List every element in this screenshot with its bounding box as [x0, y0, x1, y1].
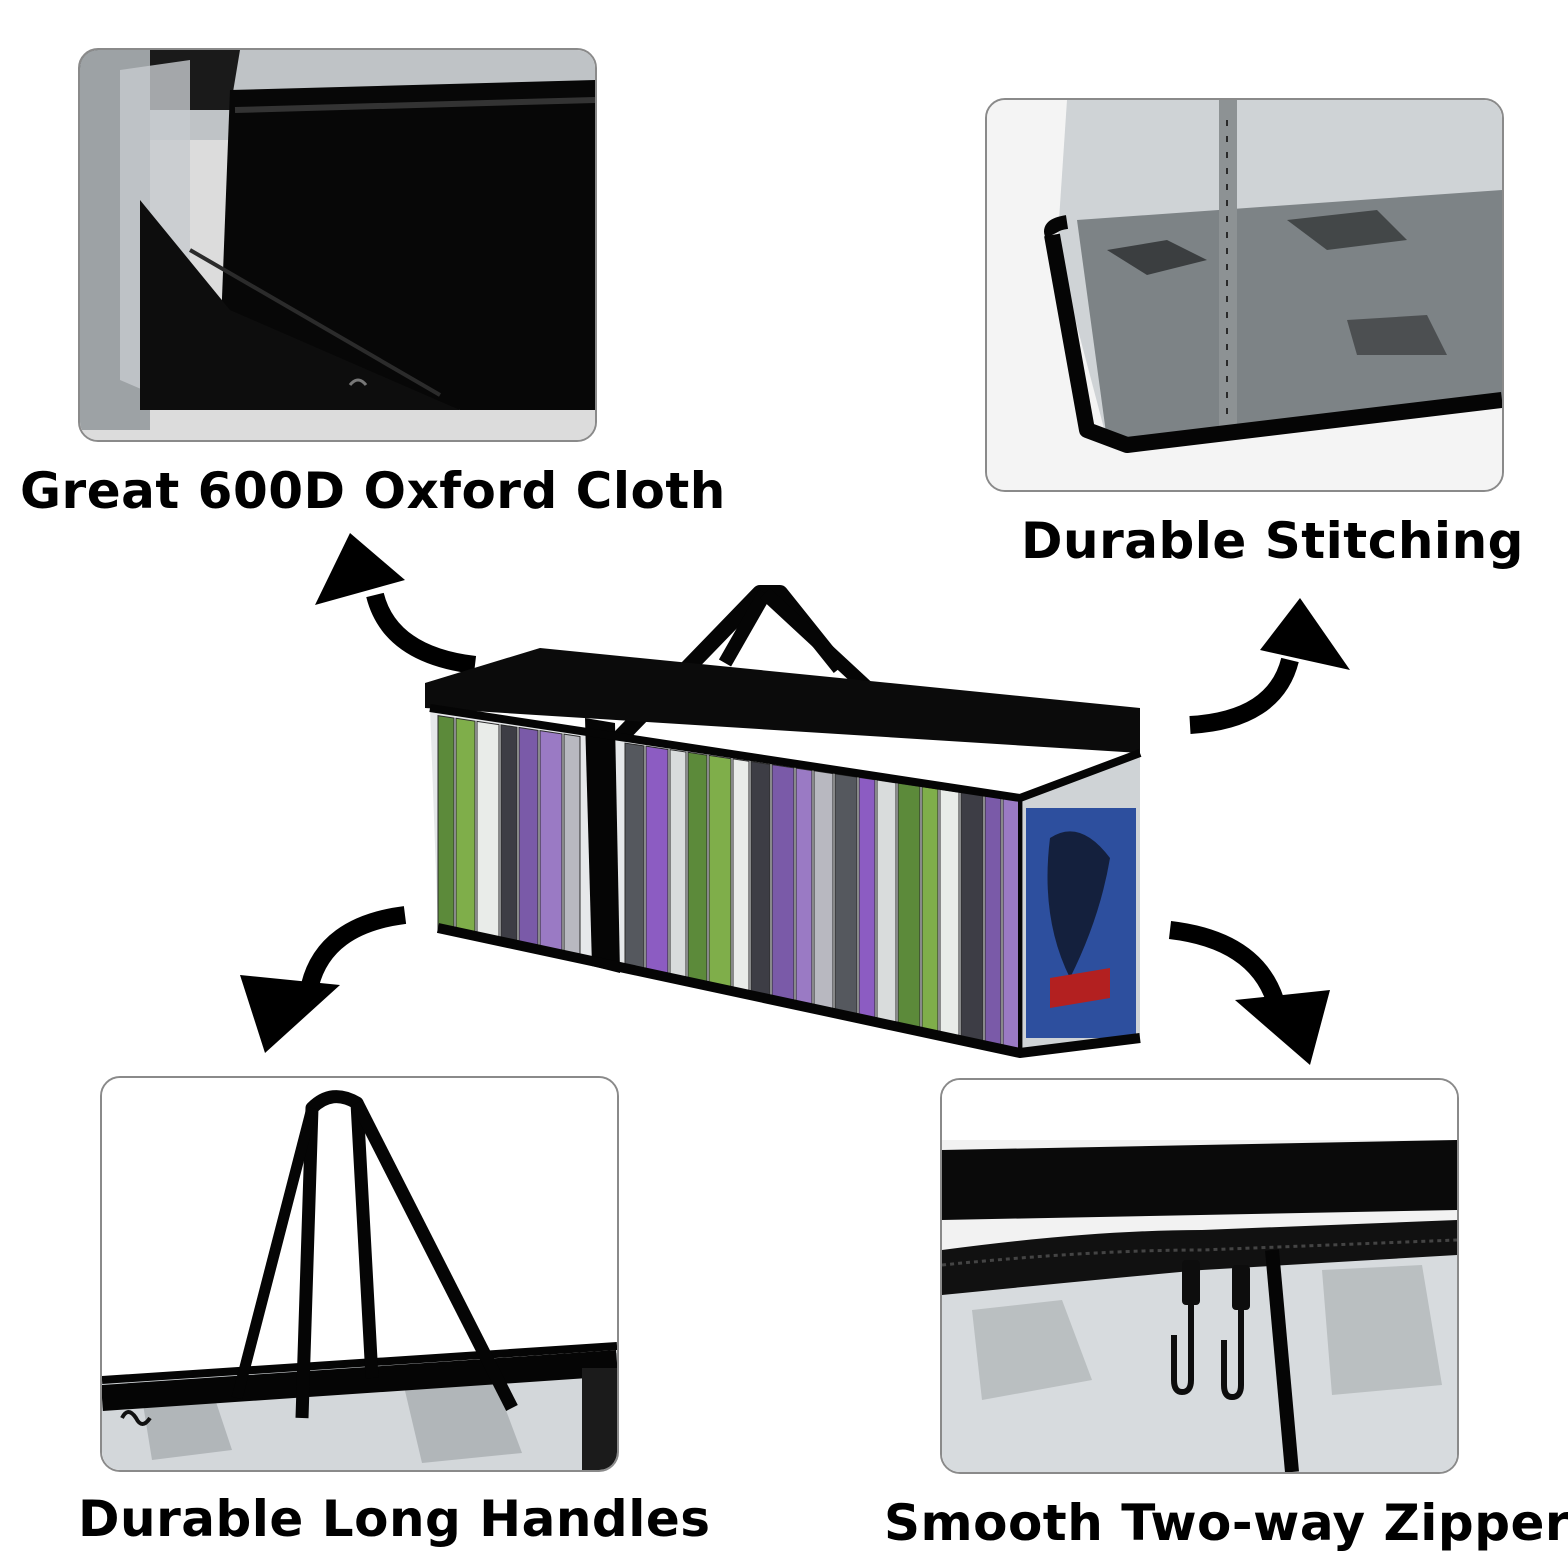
- oxford-cloth-closeup-image: [80, 50, 595, 440]
- handles-panel: [100, 1076, 619, 1472]
- dvd-storage-bag-image: [425, 585, 1142, 1058]
- arrow-down-right-icon: [1168, 921, 1330, 1065]
- dvd-case-spine: [897, 782, 921, 1031]
- oxford-cloth-caption: Great 600D Oxford Cloth: [20, 462, 726, 520]
- dvd-case-spine: [476, 720, 500, 945]
- dvd-case-spine: [939, 788, 960, 1039]
- dvd-case-spine: [624, 742, 645, 975]
- arrow-down-left-icon: [240, 906, 407, 1053]
- zipper-closeup-image: [942, 1080, 1457, 1472]
- dvd-case-spine: [771, 764, 795, 1005]
- zipper-caption: Smooth Two-way Zipper: [884, 1494, 1568, 1552]
- dvd-case-spine: [539, 730, 563, 958]
- zipper-pull-icon: [1171, 1260, 1250, 1401]
- dvd-case-spine: [687, 751, 708, 987]
- zipper-panel: [940, 1078, 1459, 1474]
- oxford-cloth-panel: [78, 48, 597, 442]
- dvd-case-spine: [645, 745, 669, 979]
- stitching-closeup-image: [987, 100, 1502, 490]
- dvd-case-spine: [455, 717, 476, 940]
- dvd-case-spine: [858, 776, 876, 1022]
- dvd-case-spine: [518, 726, 539, 953]
- dvd-case-spine: [960, 791, 984, 1044]
- dvd-case-spine: [500, 724, 518, 949]
- dvd-case-spine: [732, 758, 750, 996]
- dvd-case-spine: [563, 733, 581, 962]
- handles-caption: Durable Long Handles: [78, 1490, 711, 1548]
- arrow-up-right-icon: [1189, 598, 1350, 734]
- dvd-case-spine: [795, 767, 813, 1009]
- dvd-case-spine: [669, 749, 687, 983]
- dvd-case-spine: [813, 770, 834, 1013]
- handles-closeup-image: [102, 1078, 617, 1470]
- dvd-case-spine: [876, 779, 897, 1026]
- dvd-case-spine: [750, 760, 771, 1000]
- stitching-panel: [985, 98, 1504, 492]
- dvd-case-spine: [834, 773, 858, 1018]
- stitching-caption: Durable Stitching: [1021, 512, 1524, 570]
- dvd-case-spine: [984, 795, 1002, 1047]
- arrow-up-left-icon: [315, 533, 477, 674]
- dvd-case-spine: [708, 754, 732, 992]
- dvd-case-spine: [437, 715, 455, 936]
- dvd-case-spine: [921, 786, 939, 1034]
